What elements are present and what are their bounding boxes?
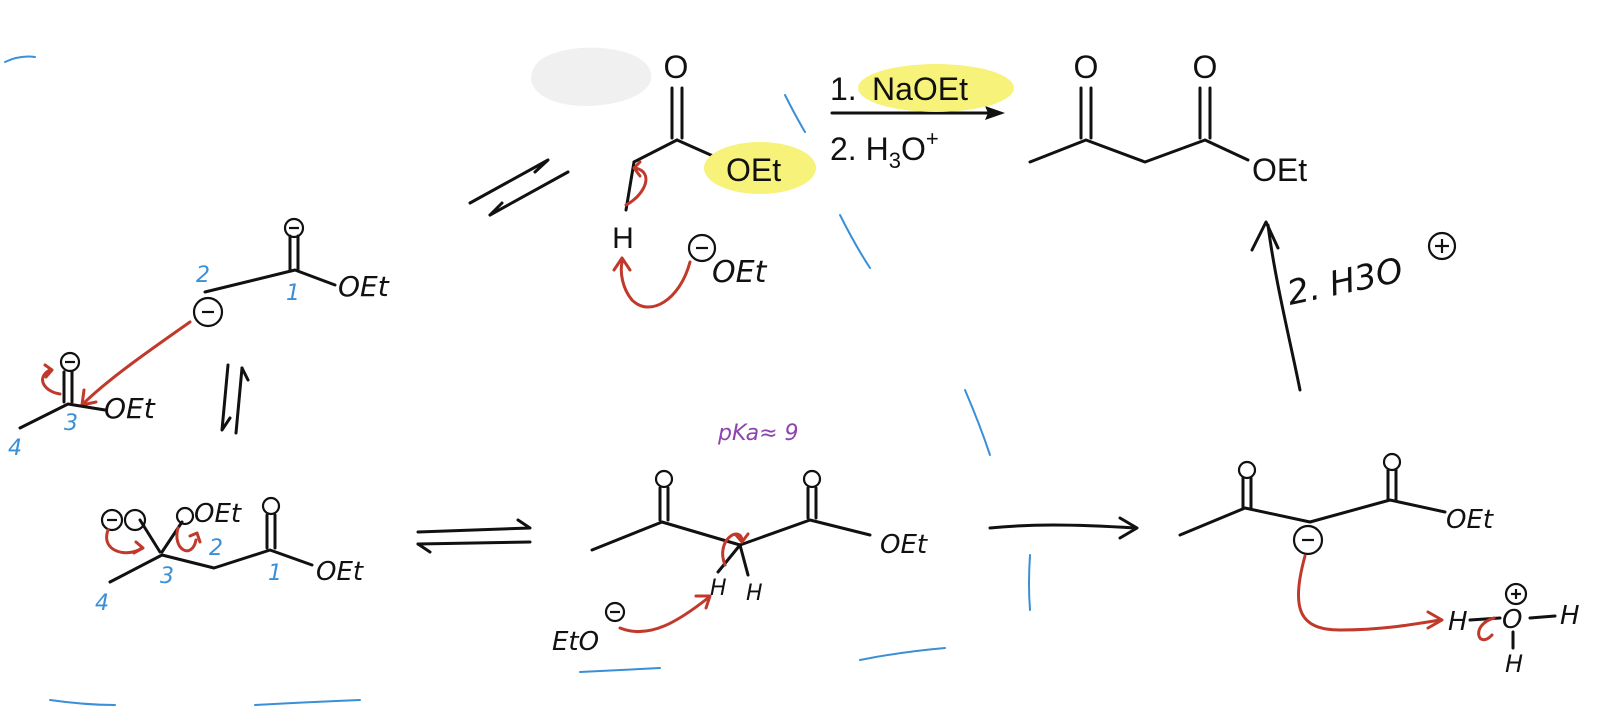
lasso-marks <box>4 55 1031 706</box>
step1-number: 1. <box>830 71 857 107</box>
enolate-c2-label: 2 <box>196 263 210 288</box>
hydronium-h-left: H <box>1448 607 1468 637</box>
enolate-c1-label: 1 <box>286 281 300 306</box>
beta-keto-ester: pKa≈ 9 OEt H H EtO <box>552 421 928 657</box>
oet-highlight <box>704 142 816 194</box>
hydronium-o: O <box>1502 605 1522 635</box>
horizontal-equilibrium-icon <box>416 518 532 554</box>
second-ester-oet: OEt <box>104 392 156 425</box>
tet-c3-label: 3 <box>160 564 174 589</box>
eraser-smudge <box>531 47 652 106</box>
reactant-carbonyl-o: O <box>664 49 689 85</box>
workup-label: 2. H3O <box>1284 250 1407 313</box>
hydronium: H O H H <box>1448 582 1580 678</box>
tet-c4-label: 4 <box>95 591 109 616</box>
alpha-hydrogen: H <box>612 222 634 255</box>
pka-note: pKa≈ 9 <box>717 421 799 446</box>
equilibrium-arrows-icon <box>468 158 570 217</box>
naoet-highlight <box>858 64 1014 112</box>
alpha-h-left: H <box>710 576 727 601</box>
step1-reagent: NaOEt <box>872 71 968 107</box>
ethoxide-base-top: OEt <box>612 233 768 309</box>
tet-c1-label: 1 <box>268 561 282 586</box>
forward-arrow-icon <box>988 516 1139 540</box>
hydronium-h-bottom: H <box>1505 650 1523 678</box>
ester-c3-label: 3 <box>64 411 78 436</box>
enolate-and-ester: 2 1 OEt 3 4 OEt <box>8 217 390 461</box>
product-ester-o: O <box>1193 49 1218 85</box>
enolate-final-oet: OEt <box>1446 505 1494 535</box>
step2-reagent: 2. H3O+ <box>830 126 939 173</box>
ethoxide-base-bottom: EtO <box>552 627 599 657</box>
vertical-equilibrium-icon <box>220 363 250 435</box>
enolate-oet: OEt <box>338 270 390 303</box>
reaction-arrow-icon <box>830 106 1005 120</box>
beta-keto-oet: OEt <box>880 530 928 560</box>
ethoxide-top-label: OEt <box>712 255 768 290</box>
tet-oet: OEt <box>316 557 364 587</box>
product-ethyl-acetoacetate: O O OEt <box>1028 49 1307 188</box>
leaving-oet: OEt <box>194 499 242 529</box>
plus-charge-icon <box>1427 231 1457 261</box>
hydronium-h-right: H <box>1560 601 1580 631</box>
workup-arrow-icon <box>1250 220 1302 392</box>
tet-c2-label: 2 <box>209 536 223 561</box>
stabilized-enolate: OEt <box>1178 452 1494 632</box>
tetrahedral-intermediate: OEt 3 2 1 4 OEt <box>95 496 364 616</box>
ester-c4-label: 4 <box>8 436 22 461</box>
reactant-oet: OEt <box>726 152 781 188</box>
alpha-h-right: H <box>746 581 763 606</box>
reactant-ethyl-acetate: O OEt H <box>612 49 816 255</box>
product-ketone-o: O <box>1074 49 1099 85</box>
product-oet: OEt <box>1252 152 1307 188</box>
